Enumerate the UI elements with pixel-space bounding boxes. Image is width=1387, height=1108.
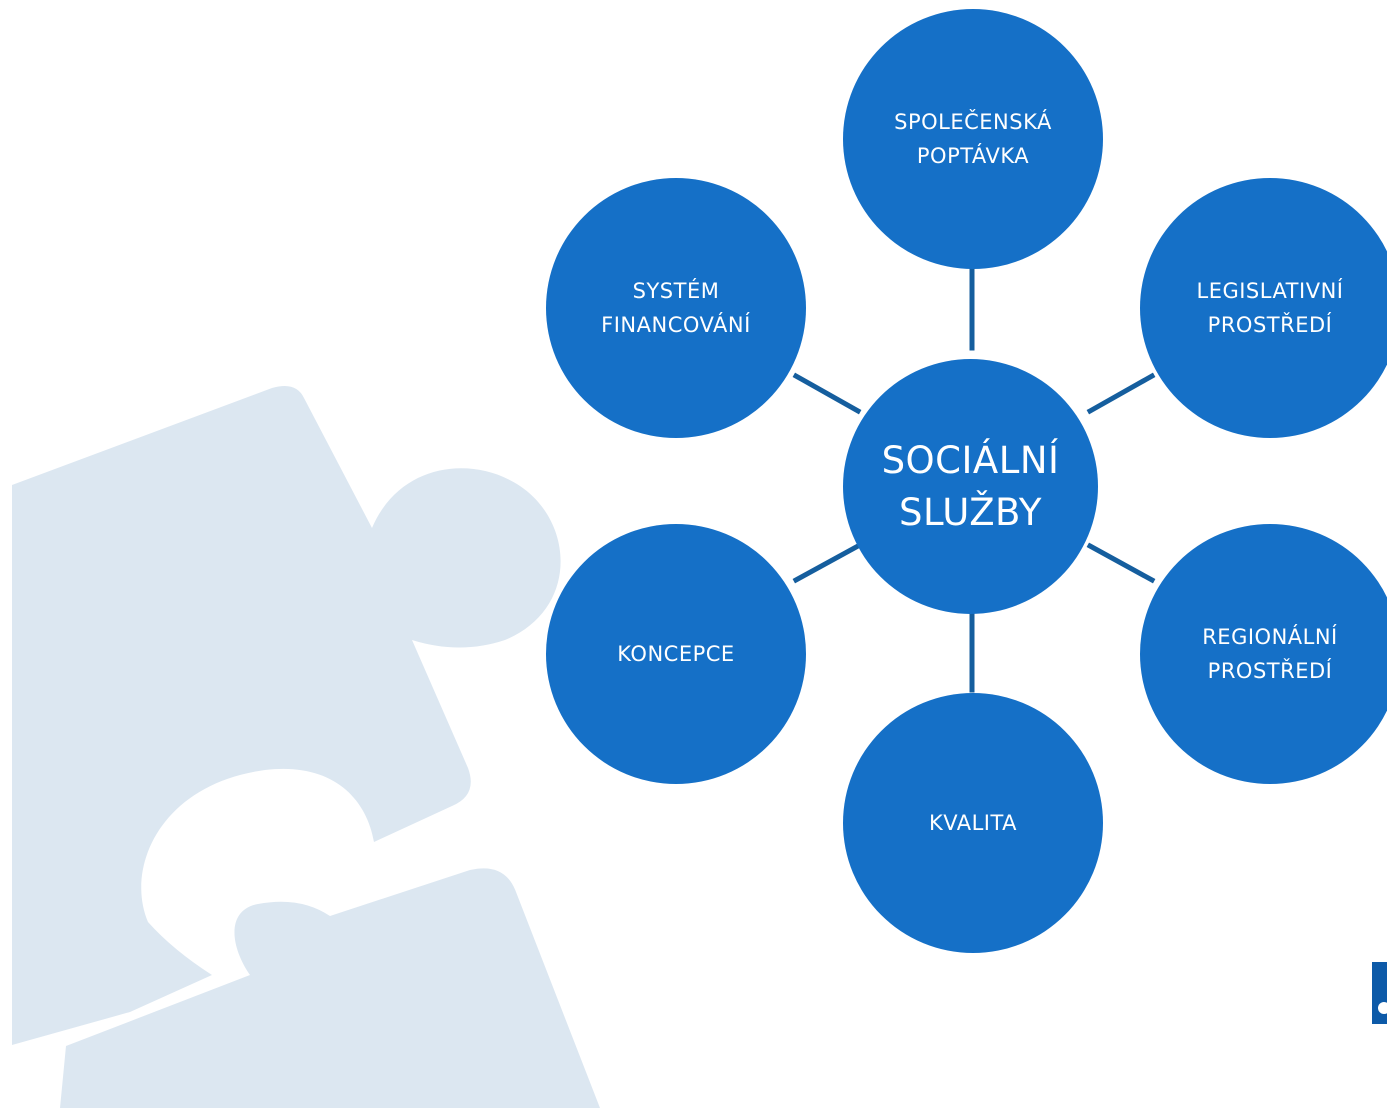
node-spolecenska-poptavka: SPOLEČENSKÁ POPTÁVKA [843,9,1103,269]
connector-top-right [1086,372,1156,415]
connector-bottom-left [792,542,862,584]
node-kvalita: KVALITA [843,693,1103,953]
connector-bottom-right [1086,542,1156,584]
puzzle-piece-shape-lower [60,868,600,1108]
puzzle-piece-graphic [12,385,600,1108]
connector-top-left [792,372,862,415]
logo-dot [1378,1002,1387,1014]
node-regionalni-prostredi: REGIONÁLNÍ PROSTŘEDÍ [1140,524,1387,784]
connectors [792,266,1156,693]
puzzle-piece-shape [12,385,561,1045]
center-node-socialni-sluzby: SOCIÁLNÍ SLUŽBY [843,359,1098,614]
node-system-financovani: SYSTÉM FINANCOVÁNÍ [546,178,806,438]
node-legislativni-prostredi: LEGISLATIVNÍ PROSTŘEDÍ [1140,178,1387,438]
node-koncepce: KONCEPCE [546,524,806,784]
corner-logo-icon [1372,962,1387,1024]
